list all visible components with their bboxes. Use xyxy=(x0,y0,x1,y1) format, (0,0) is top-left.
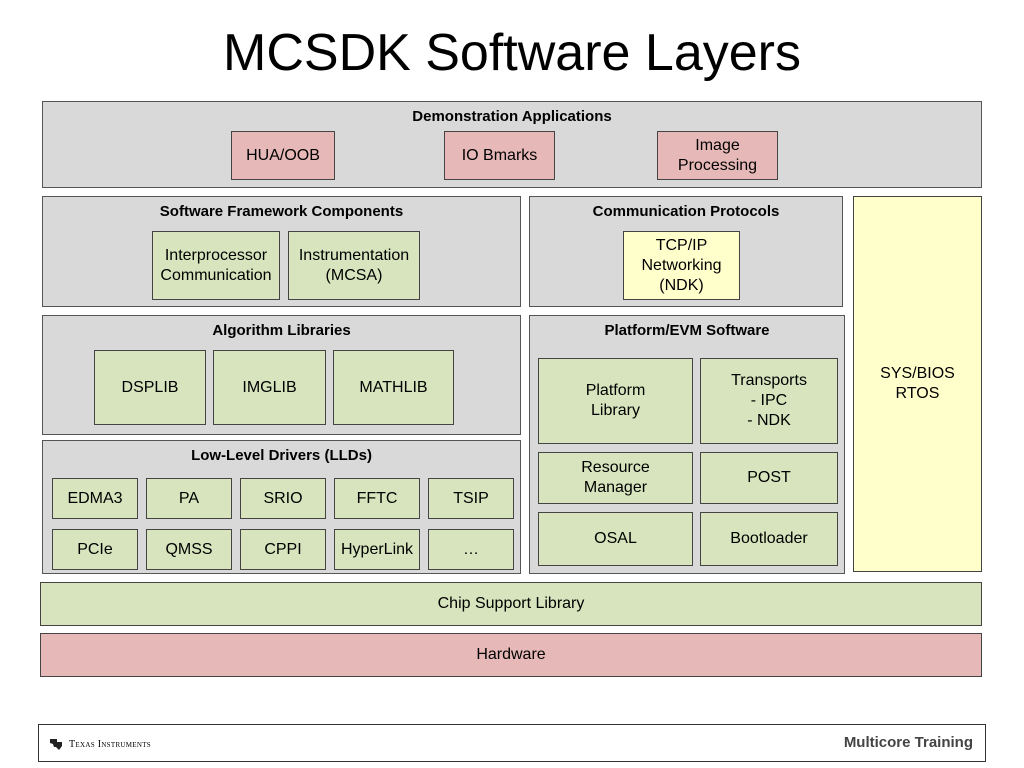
lld-pcie-box: PCIe xyxy=(52,529,138,570)
dsplib-box: DSPLIB xyxy=(94,350,206,425)
platform-title: Platform/EVM Software xyxy=(604,322,770,339)
lld-tsip-box: TSIP xyxy=(428,478,514,519)
csl-bar: Chip Support Library xyxy=(40,582,982,626)
post-box: POST xyxy=(700,452,838,504)
bootloader-box: Bootloader xyxy=(700,512,838,566)
lld-title: Low-Level Drivers (LLDs) xyxy=(191,447,372,464)
imglib-box: IMGLIB xyxy=(213,350,326,425)
platform-panel: Platform/EVM Software Platform Library T… xyxy=(529,315,845,574)
ti-logo: Texas Instruments xyxy=(49,734,151,754)
lld-ellipsis-box: … xyxy=(428,529,514,570)
demo-apps-title: Demonstration Applications xyxy=(412,108,612,125)
sysbios-box: SYS/BIOS RTOS xyxy=(853,196,982,572)
resource-manager-box: Resource Manager xyxy=(538,452,693,504)
lld-hyperlink-box: HyperLink xyxy=(334,529,420,570)
comm-protocols-panel: Communication Protocols TCP/IP Networkin… xyxy=(529,196,843,307)
framework-title: Software Framework Components xyxy=(159,203,404,220)
lld-fftc-box: FFTC xyxy=(334,478,420,519)
comm-protocols-title: Communication Protocols xyxy=(592,203,780,220)
osal-box: OSAL xyxy=(538,512,693,566)
lld-srio-box: SRIO xyxy=(240,478,326,519)
lld-cppi-box: CPPI xyxy=(240,529,326,570)
ti-state-icon xyxy=(50,739,62,750)
lld-pa-box: PA xyxy=(146,478,232,519)
demo-apps-panel: Demonstration Applications HUA/OOB IO Bm… xyxy=(42,101,982,188)
platform-library-box: Platform Library xyxy=(538,358,693,444)
image-processing-box: Image Processing xyxy=(657,131,778,180)
hua-oob-box: HUA/OOB xyxy=(231,131,335,180)
lld-panel: Low-Level Drivers (LLDs) EDMA3 PA SRIO F… xyxy=(42,440,521,574)
transports-box: Transports - IPC - NDK xyxy=(700,358,838,444)
algorithm-title: Algorithm Libraries xyxy=(212,322,351,339)
instrumentation-box: Instrumentation (MCSA) xyxy=(288,231,420,300)
ti-logo-text: Texas Instruments xyxy=(69,738,151,750)
slide-title: MCSDK Software Layers xyxy=(223,24,801,82)
io-bmarks-box: IO Bmarks xyxy=(444,131,555,180)
algorithm-panel: Algorithm Libraries DSPLIB IMGLIB MATHLI… xyxy=(42,315,521,435)
lld-qmss-box: QMSS xyxy=(146,529,232,570)
lld-edma3-box: EDMA3 xyxy=(52,478,138,519)
framework-panel: Software Framework Components Interproce… xyxy=(42,196,521,307)
multicore-training-label: Multicore Training xyxy=(843,734,973,751)
interprocessor-box: Interprocessor Communication xyxy=(152,231,280,300)
hardware-bar: Hardware xyxy=(40,633,982,677)
footer-bar: Texas Instruments Multicore Training xyxy=(38,724,986,762)
mathlib-box: MATHLIB xyxy=(333,350,454,425)
ndk-box: TCP/IP Networking (NDK) xyxy=(623,231,740,300)
